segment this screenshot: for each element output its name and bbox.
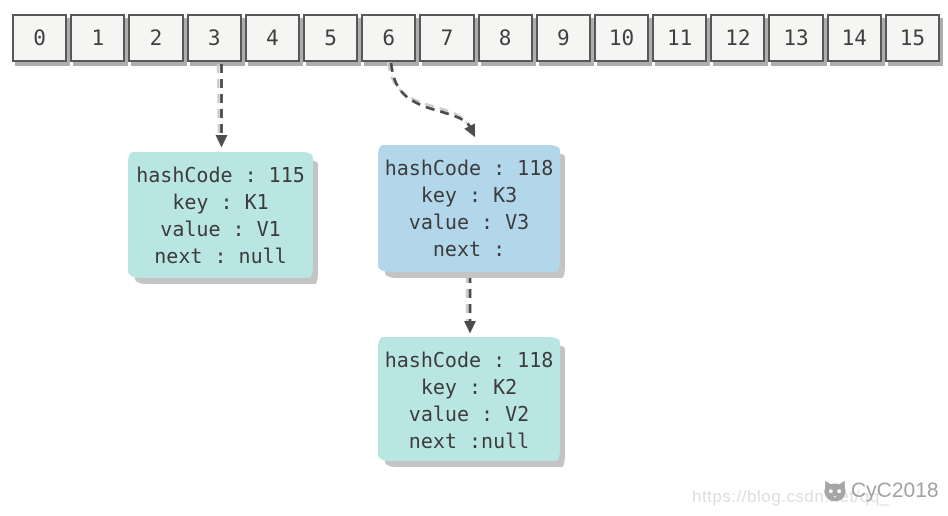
- arrow-node-k3-to-node-k2: [464, 274, 476, 334]
- array-cell-8: 8: [477, 14, 533, 62]
- array-cell-0: 0: [12, 14, 68, 62]
- array-cell-13: 13: [768, 14, 824, 62]
- array-cell-11: 11: [652, 14, 708, 62]
- node-line-value: value : V1: [160, 217, 281, 241]
- entry-node-k1: hashCode : 115 key : K1 value : V1 next …: [128, 152, 313, 278]
- array-cell-9: 9: [535, 14, 591, 62]
- array-cell-7: 7: [419, 14, 475, 62]
- array-cell-3: 3: [186, 14, 242, 62]
- watermark-author: CyC2018: [851, 479, 939, 502]
- entry-node-k3: hashCode : 118 key : K3 value : V3 next …: [378, 145, 560, 272]
- node-line-value: value : V2: [408, 402, 530, 426]
- bucket-array: 0 1 2 3 4 5 6 7 8 9 10 11 12 13 14 15: [12, 14, 940, 62]
- node-line-hashcode: hashCode : 115: [136, 163, 305, 187]
- node-line-next: next :: [432, 237, 506, 261]
- array-cell-1: 1: [70, 14, 126, 62]
- node-line-next: next : null: [154, 244, 287, 268]
- csdn-cat-logo-icon: [824, 480, 846, 502]
- array-cell-15: 15: [884, 14, 940, 62]
- array-cell-12: 12: [710, 14, 766, 62]
- node-line-key: key : K3: [420, 183, 518, 207]
- array-cell-2: 2: [128, 14, 184, 62]
- array-cell-4: 4: [244, 14, 300, 62]
- array-cell-6: 6: [361, 14, 417, 62]
- arrow-cell3-to-node-k1: [215, 63, 228, 148]
- node-line-hashcode: hashCode : 118: [384, 348, 554, 372]
- array-cell-14: 14: [826, 14, 882, 62]
- array-cell-5: 5: [302, 14, 359, 62]
- entry-node-k2: hashCode : 118 key : K2 value : V2 next …: [378, 337, 560, 461]
- watermark-brand: CyC2018: [822, 479, 939, 503]
- arrow-cell6-to-node-k3: [386, 61, 476, 138]
- node-line-value: value : V3: [408, 210, 530, 234]
- array-cell-10: 10: [593, 14, 650, 62]
- node-line-key: key : K2: [420, 375, 518, 399]
- node-line-key: key : K1: [172, 190, 269, 214]
- node-line-hashcode: hashCode : 118: [384, 156, 554, 180]
- node-line-next: next :null: [408, 429, 530, 453]
